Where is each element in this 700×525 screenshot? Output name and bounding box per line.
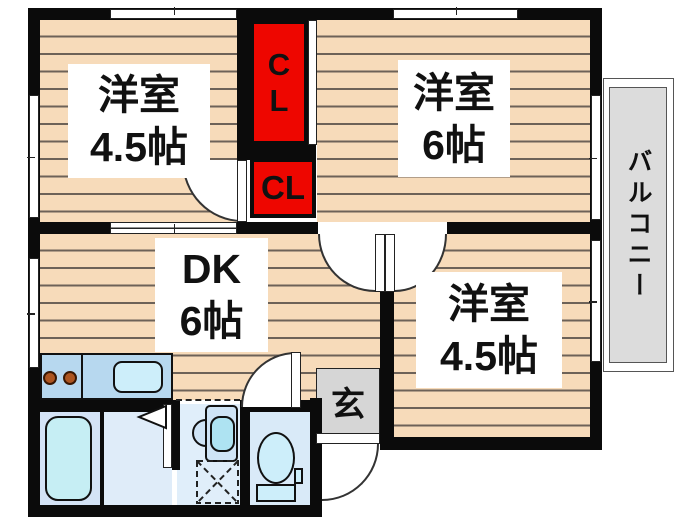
room-size: 6帖	[422, 121, 486, 168]
room-label-western-tl: 洋室 4.5帖	[68, 64, 210, 178]
room-label-western-tr: 洋室 6帖	[398, 60, 510, 177]
wall	[380, 292, 394, 450]
stove-burner-icon	[63, 371, 77, 385]
kitchen-sink-icon	[113, 361, 163, 393]
wall	[250, 145, 316, 158]
closet-upper: CL	[250, 20, 308, 145]
closet-lower: CL	[250, 158, 316, 218]
counter-divider	[81, 353, 83, 400]
wall	[447, 222, 602, 234]
window	[110, 7, 237, 19]
window	[27, 95, 39, 218]
wall	[172, 400, 180, 470]
wall	[380, 437, 602, 450]
entrance-door-leaf	[316, 433, 380, 444]
room-label-western-br: 洋室 4.5帖	[416, 272, 562, 388]
bathtub-icon	[45, 416, 92, 501]
washbasin-icon	[192, 405, 238, 462]
window	[589, 95, 601, 220]
wall	[28, 222, 110, 234]
room-name: DK	[181, 246, 242, 292]
closet-door	[308, 20, 317, 145]
toilet-tank-icon	[256, 484, 296, 502]
wall	[237, 222, 318, 234]
wall	[28, 505, 322, 517]
room-name: 洋室	[448, 281, 530, 327]
washroom-area	[104, 412, 172, 505]
window	[589, 240, 601, 362]
wall	[28, 400, 177, 412]
room-size: 4.5帖	[440, 333, 538, 379]
room-name: 洋室	[413, 69, 495, 116]
washing-machine-area	[196, 460, 239, 504]
window	[393, 7, 518, 19]
toilet-icon	[257, 432, 295, 484]
stove-burner-icon	[43, 371, 57, 385]
wall	[240, 400, 250, 505]
wall	[237, 8, 250, 160]
bath-door-triangle-icon	[136, 404, 167, 430]
room-size: 6帖	[179, 298, 244, 344]
closet-lower-label: CL	[261, 169, 305, 206]
room-size: 4.5帖	[90, 124, 188, 170]
room-name: 洋室	[98, 72, 180, 118]
toilet-handle-icon	[294, 468, 303, 484]
balcony-label: バルコニー	[624, 147, 652, 303]
entrance-label: 玄	[331, 385, 365, 424]
sliding-door	[110, 222, 237, 234]
entrance-door-swing	[322, 444, 379, 501]
closet-upper-label: CL	[267, 46, 291, 118]
open-boundary-dashed	[176, 399, 240, 403]
window	[27, 258, 39, 368]
wall	[310, 398, 322, 517]
door-leaf	[375, 234, 385, 292]
door-leaf	[291, 352, 301, 408]
door-leaf	[385, 234, 395, 292]
room-label-dk: DK 6帖	[155, 238, 268, 352]
bath-door-leaf	[163, 404, 172, 468]
entrance-area: 玄	[316, 368, 380, 434]
door-leaf	[237, 160, 247, 222]
balcony: バルコニー	[609, 87, 667, 363]
wall	[100, 412, 104, 505]
